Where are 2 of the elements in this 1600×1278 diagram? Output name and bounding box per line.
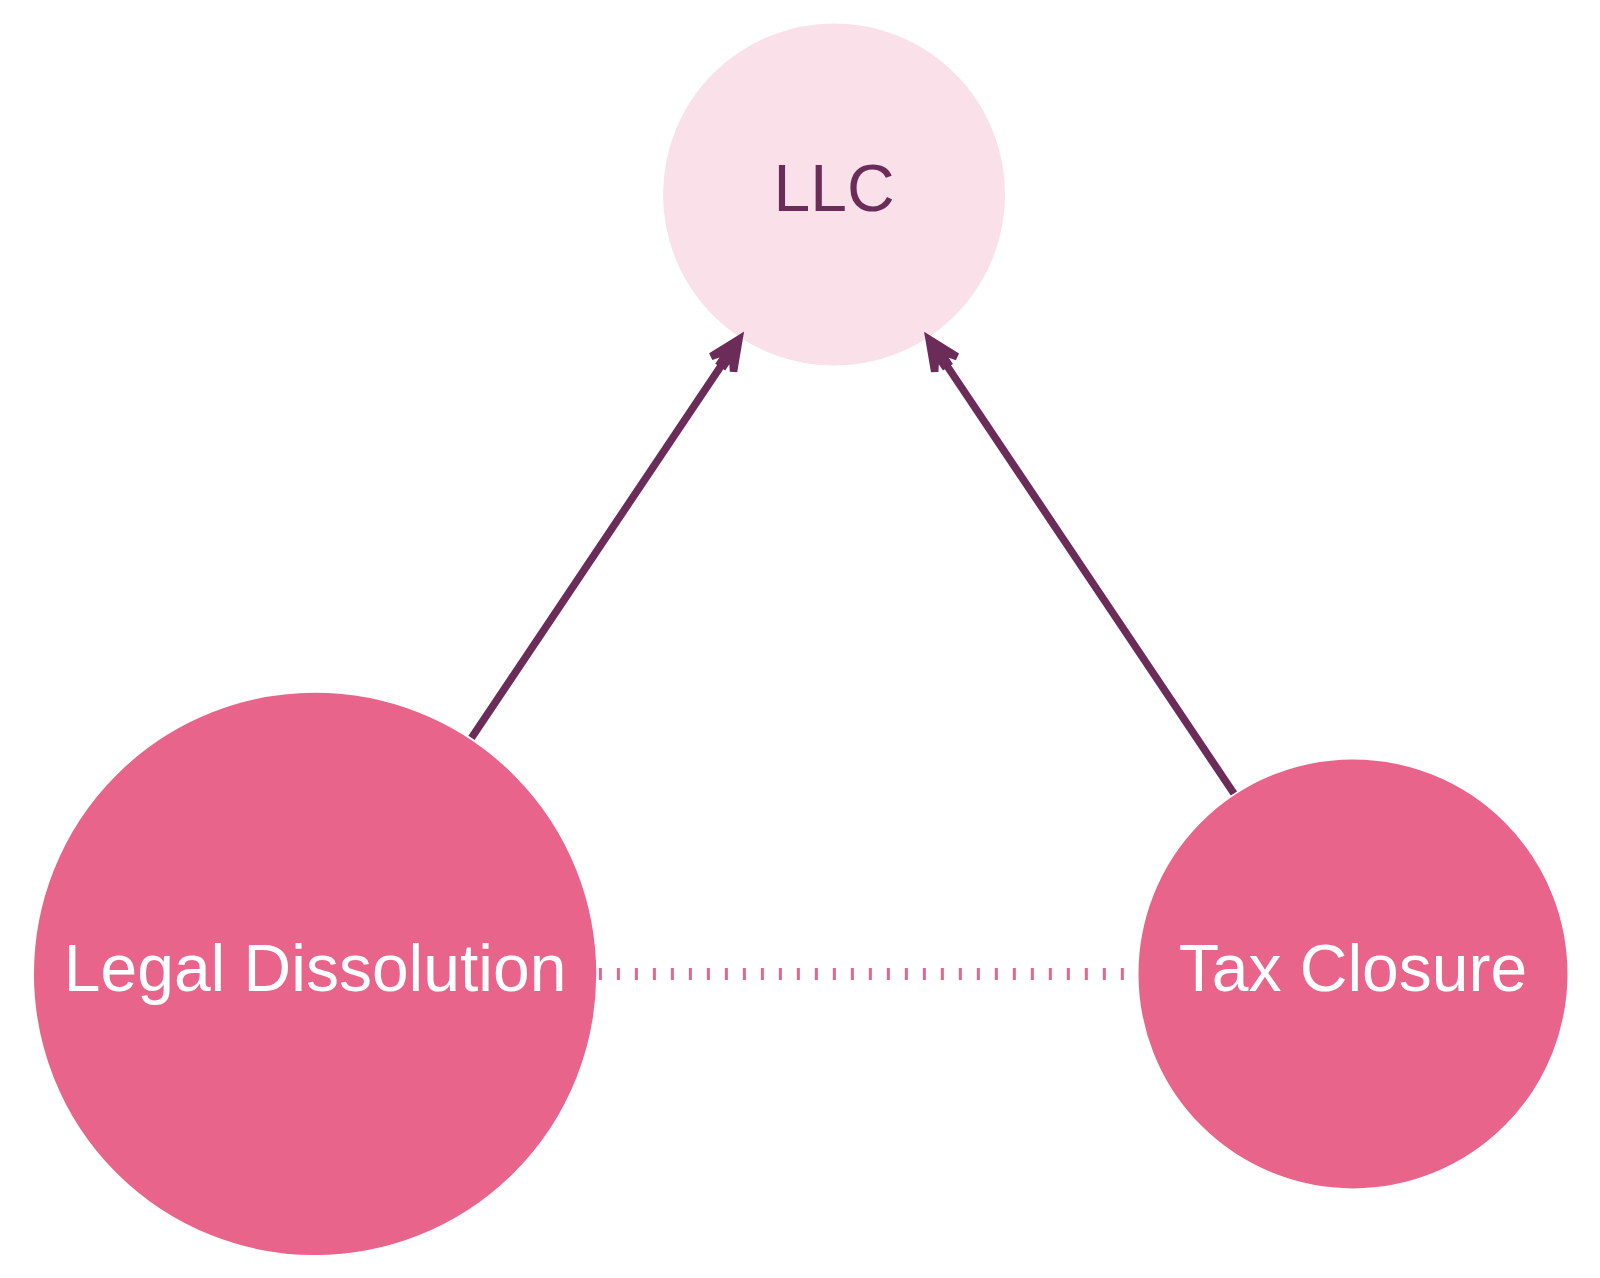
node-circle: Tax Closure [1135,756,1570,1191]
arrow [467,334,743,740]
